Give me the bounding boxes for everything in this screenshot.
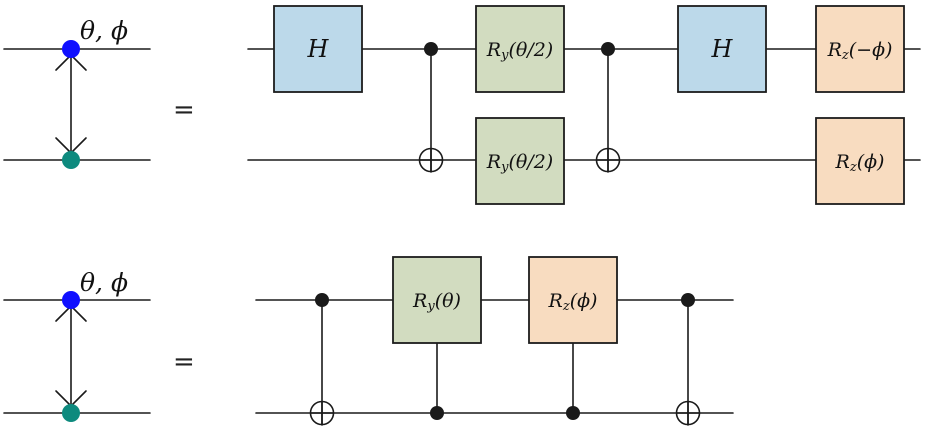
top-rz-upper-box bbox=[815, 5, 905, 93]
top-rz-lower-arg: (ϕ) bbox=[857, 151, 885, 173]
bottom-node-teal bbox=[62, 404, 80, 422]
bottom-node-label: θ, ϕ bbox=[80, 268, 128, 297]
top-rz-lower-sub: z bbox=[849, 160, 857, 175]
bottom-rz-text: Rz(ϕ) bbox=[548, 290, 598, 314]
top-h1-label: H bbox=[307, 35, 330, 63]
top-hadamard-gate-1: H bbox=[273, 5, 363, 93]
top-cnot1-control-dot bbox=[424, 42, 438, 56]
bottom-equals: = bbox=[173, 347, 195, 377]
top-cnot2-control-dot bbox=[601, 42, 615, 56]
bottom-identity: θ, ϕ = Ry(θ) Rz(ϕ) bbox=[3, 256, 734, 426]
bottom-rz-control-dot bbox=[566, 406, 580, 420]
bottom-controlled-rz: Rz(ϕ) bbox=[528, 256, 618, 420]
top-h2-box bbox=[677, 5, 767, 93]
bottom-cnot-1 bbox=[309, 293, 335, 426]
top-rz-upper-arg: (−ϕ) bbox=[849, 39, 893, 61]
top-identity: θ, ϕ = H Ry(θ/2) Ry(θ/2) bbox=[3, 5, 921, 205]
top-compact-gate: θ, ϕ bbox=[3, 16, 151, 169]
top-ry-lower-r: R bbox=[486, 151, 501, 173]
bottom-ry-control-dot bbox=[430, 406, 444, 420]
top-ry-lower-arg: (θ/2) bbox=[508, 151, 553, 173]
top-node-teal bbox=[62, 151, 80, 169]
top-hadamard-gate-2: H bbox=[677, 5, 767, 93]
bottom-ry-r: R bbox=[412, 290, 427, 312]
top-ry-upper-sub: y bbox=[500, 48, 509, 63]
top-cnot-1 bbox=[418, 42, 444, 173]
top-rz-upper-r: R bbox=[827, 39, 842, 61]
top-rz-upper-sub: z bbox=[841, 48, 849, 63]
bottom-ry-arg: (θ) bbox=[435, 290, 461, 312]
top-ry-upper-box bbox=[475, 5, 565, 93]
top-node-blue bbox=[62, 40, 80, 58]
bottom-cnot1-control-dot bbox=[315, 293, 329, 307]
top-ry-lower-sub: y bbox=[500, 160, 509, 175]
top-ry-lower-text: Ry(θ/2) bbox=[486, 151, 553, 175]
bottom-cnot2-control-dot bbox=[681, 293, 695, 307]
bottom-rz-r: R bbox=[548, 290, 563, 312]
top-ry-upper-text: Ry(θ/2) bbox=[486, 39, 553, 63]
top-ry-upper-r: R bbox=[486, 39, 501, 61]
top-h2-label: H bbox=[711, 35, 734, 63]
top-ry-gate-lower: Ry(θ/2) bbox=[475, 117, 565, 205]
top-rz-lower-r: R bbox=[835, 151, 850, 173]
top-ry-gate-upper: Ry(θ/2) bbox=[475, 5, 565, 93]
top-ry-lower-box bbox=[475, 117, 565, 205]
top-node-label: θ, ϕ bbox=[80, 16, 128, 45]
bottom-controlled-ry: Ry(θ) bbox=[392, 256, 482, 420]
top-rz-lower-box bbox=[815, 117, 905, 205]
bottom-ry-box bbox=[392, 256, 482, 344]
top-rz-gate-lower: Rz(ϕ) bbox=[815, 117, 905, 205]
top-equals: = bbox=[173, 95, 195, 125]
top-cnot-2 bbox=[595, 42, 621, 173]
bottom-ry-sub: y bbox=[426, 299, 435, 314]
top-ry-upper-arg: (θ/2) bbox=[508, 39, 553, 61]
bottom-rz-arg: (ϕ) bbox=[570, 290, 598, 312]
top-rz-gate-upper: Rz(−ϕ) bbox=[815, 5, 905, 93]
bottom-ry-text: Ry(θ) bbox=[412, 290, 461, 314]
bottom-rz-sub: z bbox=[562, 299, 570, 314]
top-rz-lower-text: Rz(ϕ) bbox=[835, 151, 885, 175]
bottom-cnot-2 bbox=[675, 293, 701, 426]
bottom-compact-gate: θ, ϕ bbox=[3, 268, 151, 422]
top-rz-upper-text: Rz(−ϕ) bbox=[827, 39, 893, 63]
bottom-rz-box bbox=[528, 256, 618, 344]
bottom-node-blue bbox=[62, 291, 80, 309]
top-h1-box bbox=[273, 5, 363, 93]
